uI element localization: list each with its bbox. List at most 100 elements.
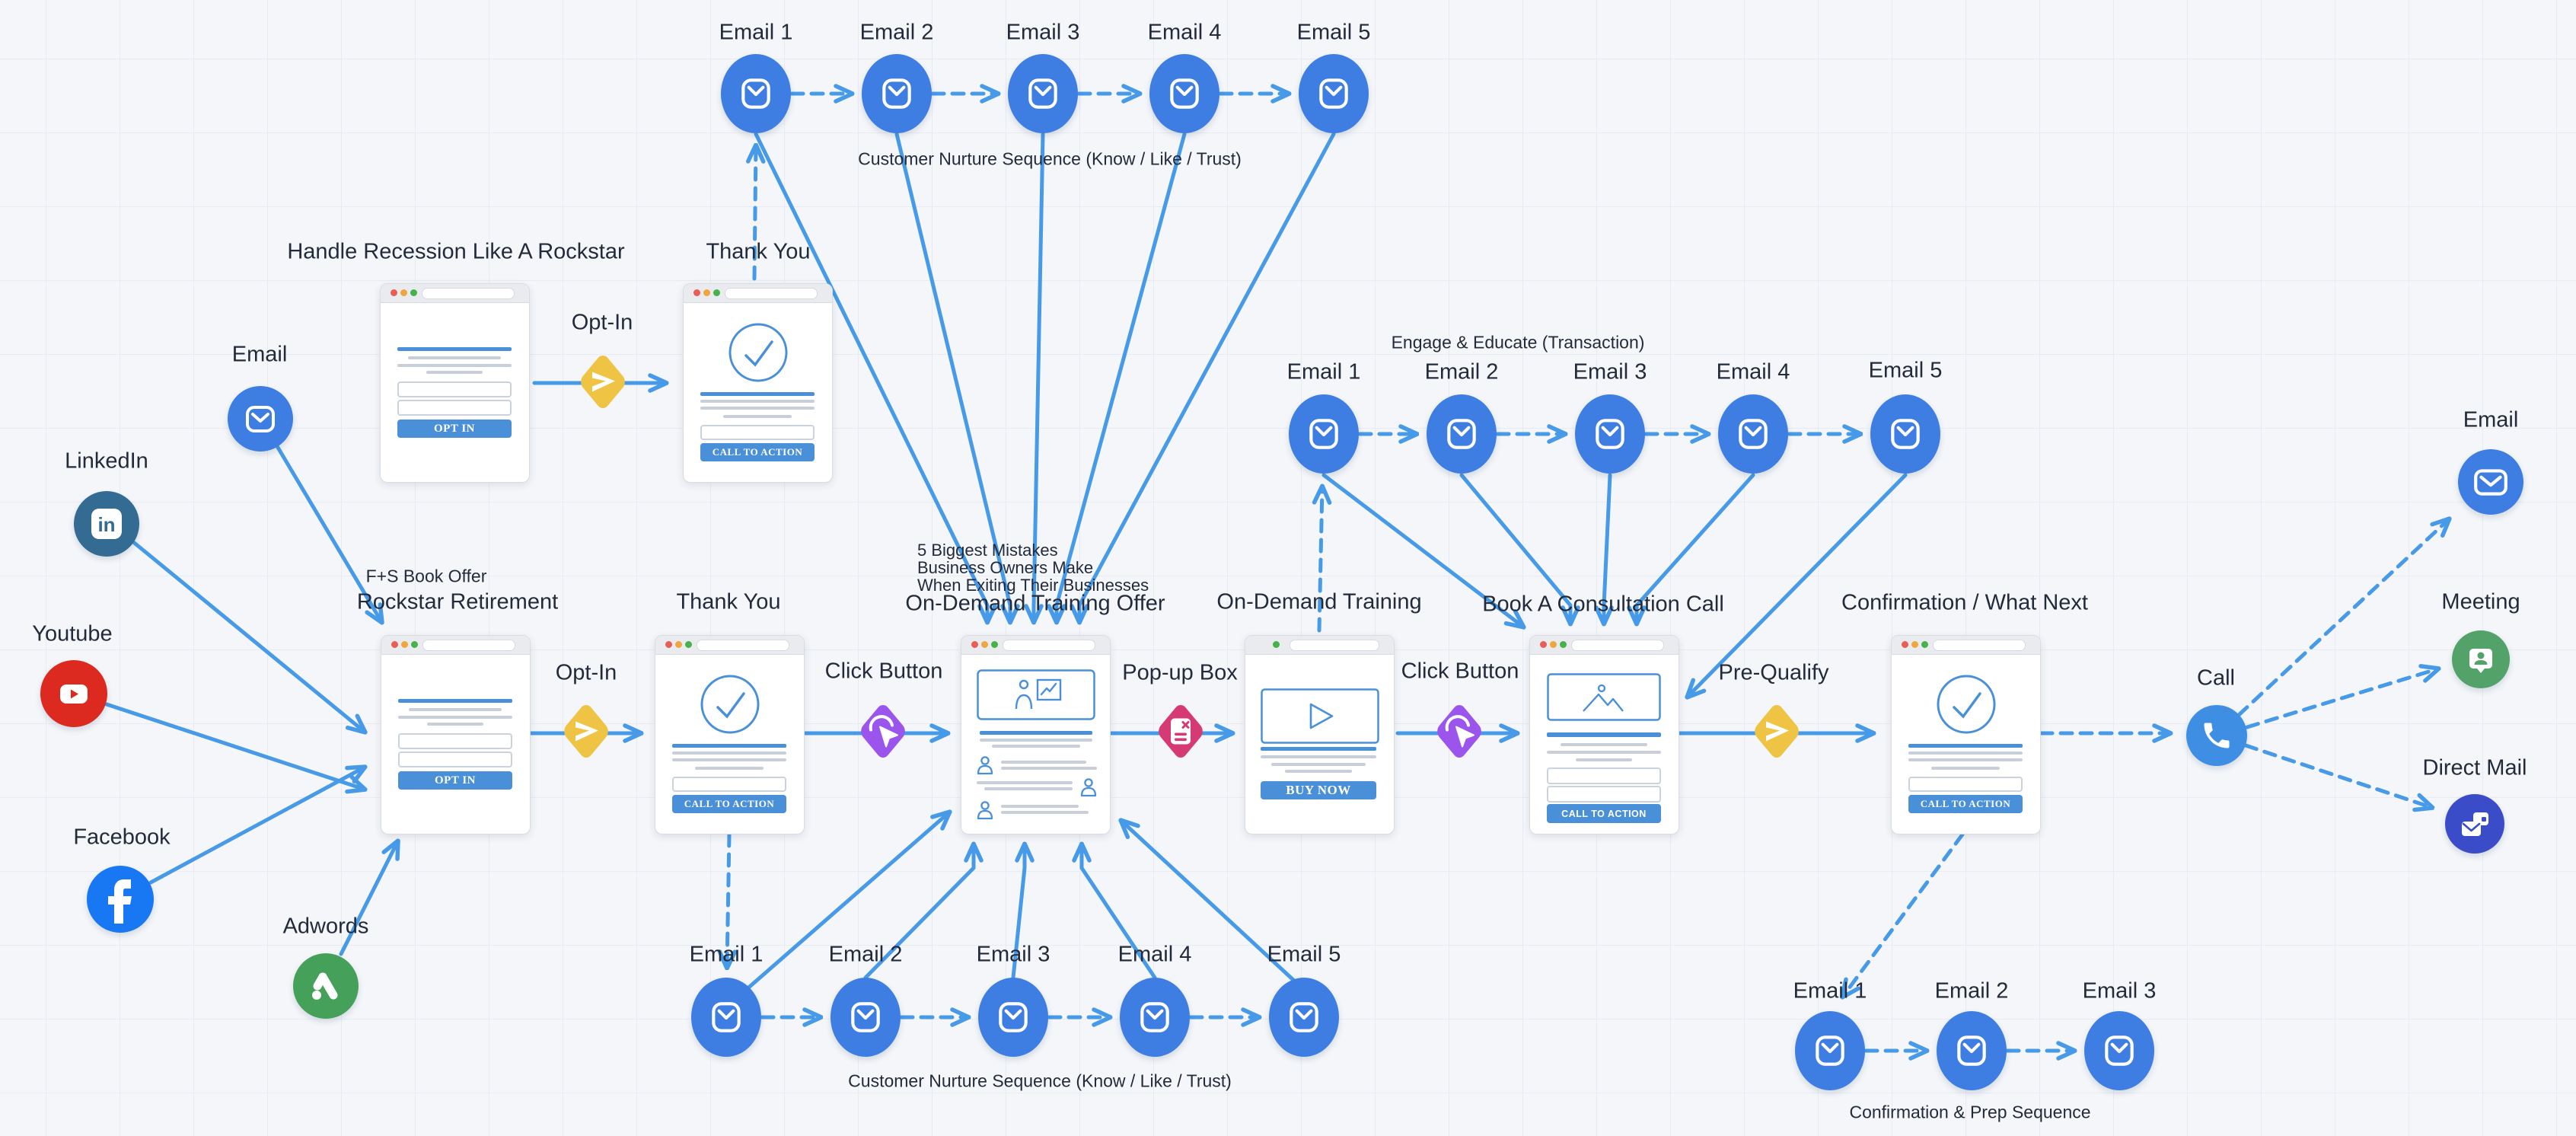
email-icon	[1140, 1002, 1169, 1032]
email-label: Email 2	[1424, 359, 1499, 385]
trigger-arrow	[1319, 483, 1322, 633]
convergence-arrow	[1321, 473, 1524, 627]
email-node[interactable]	[1008, 54, 1078, 133]
offer-annotation: 5 Biggest Mistakes Business Owners Make …	[917, 541, 1149, 595]
convergence-arrow	[1057, 132, 1187, 625]
page-on-demand-training[interactable]: BUY NOW	[1245, 635, 1395, 834]
email-label: Email 5	[1296, 20, 1371, 45]
direct-mail-icon	[2462, 812, 2488, 836]
email-label: Email 4	[1716, 359, 1790, 385]
email-icon	[1290, 1002, 1318, 1032]
source-adwords-node[interactable]	[293, 953, 359, 1019]
email-icon	[1319, 78, 1348, 109]
email-node[interactable]	[1870, 394, 1940, 474]
email-label: Email 3	[1006, 20, 1080, 45]
email-node[interactable]	[978, 978, 1048, 1057]
email-node[interactable]	[1427, 394, 1497, 474]
email-node[interactable]	[721, 54, 791, 133]
adwords-icon	[312, 972, 338, 1000]
email-icon	[1028, 78, 1057, 109]
browser-chrome	[381, 636, 530, 655]
source-email-label: Email	[231, 342, 288, 367]
image-icon	[1547, 673, 1661, 721]
buy-now-button: BUY NOW	[1261, 781, 1376, 799]
action-opt-in-2[interactable]	[540, 678, 632, 789]
browser-chrome	[961, 636, 1110, 655]
page-title-rockstar: Rockstar Retirement	[356, 589, 559, 614]
convergence-arrow	[1604, 473, 1610, 627]
email-node[interactable]	[1937, 1011, 2007, 1090]
email-icon	[1957, 1035, 1986, 1066]
svg-text:in: in	[97, 513, 115, 536]
email-node[interactable]	[2084, 1011, 2154, 1090]
action-click-button-2[interactable]	[1414, 678, 1505, 789]
action-click-button-1[interactable]	[837, 678, 929, 789]
email-node[interactable]	[831, 978, 901, 1057]
action-label-opt-in-1: Opt-In	[571, 310, 633, 335]
source-youtube-label: Youtube	[32, 621, 113, 646]
youtube-icon	[60, 684, 88, 704]
source-linkedin-node[interactable]: in	[74, 491, 139, 557]
check-icon	[1937, 675, 1996, 734]
page-rockstar-retirement[interactable]: OPT IN	[381, 635, 531, 834]
action-pre-qualify[interactable]	[1731, 678, 1822, 789]
page-title-thank-you-2: Thank You	[676, 589, 781, 614]
cta-button: CALL TO ACTION	[700, 443, 815, 461]
followup-meeting-node[interactable]	[2452, 630, 2510, 688]
opt-in-button: OPT IN	[397, 420, 512, 438]
followup-call-node[interactable]	[2186, 705, 2247, 766]
action-pop-up-box[interactable]	[1135, 678, 1226, 789]
convergence-arrow	[1079, 132, 1336, 625]
email-icon	[2474, 469, 2507, 496]
email-icon	[1170, 78, 1199, 109]
email-label: Email 5	[1267, 942, 1341, 967]
email-node[interactable]	[1575, 394, 1645, 474]
email-label: Email 3	[976, 942, 1050, 967]
email-node[interactable]	[1149, 54, 1219, 133]
person-icon	[1080, 778, 1097, 797]
check-icon	[728, 323, 788, 382]
action-opt-in-1[interactable]	[557, 329, 649, 439]
video-player-icon	[1261, 688, 1379, 744]
email-label: Email 4	[1147, 20, 1222, 45]
send-icon	[575, 721, 598, 742]
email-icon	[882, 78, 911, 109]
trigger-arrow	[727, 832, 729, 971]
email-node[interactable]	[1795, 1011, 1865, 1090]
followup-direct-mail-node[interactable]	[2445, 794, 2504, 854]
convergence-arrow	[744, 812, 950, 992]
page-confirmation-what-next[interactable]: CALL TO ACTION	[1891, 635, 2041, 834]
page-handle-recession[interactable]: OPT IN	[380, 283, 530, 483]
source-adwords-label: Adwords	[282, 914, 369, 939]
followup-arrow	[2245, 669, 2439, 729]
email-node[interactable]	[1718, 394, 1788, 474]
sequence-caption: Engage & Educate (Transaction)	[1391, 332, 1645, 353]
email-node[interactable]	[862, 54, 932, 133]
traffic-arrow	[148, 767, 365, 885]
page-thank-you-2[interactable]: CALL TO ACTION	[655, 635, 805, 834]
email-label: Email 2	[859, 20, 934, 45]
email-node[interactable]	[1289, 394, 1359, 474]
page-book-a-consultation-call[interactable]: CALL TO ACTION	[1529, 635, 1679, 834]
source-facebook-node[interactable]	[87, 866, 154, 933]
source-youtube-node[interactable]	[40, 660, 107, 727]
followup-arrow	[2236, 519, 2450, 717]
email-node[interactable]	[1120, 978, 1190, 1057]
browser-chrome	[655, 636, 804, 655]
browser-chrome	[1530, 636, 1679, 655]
email-node[interactable]	[1299, 54, 1369, 133]
email-label: Email 2	[828, 942, 903, 967]
cta-button: CALL TO ACTION	[672, 795, 786, 813]
email-node[interactable]	[691, 978, 761, 1057]
check-icon	[700, 675, 760, 734]
convergence-arrow	[1082, 841, 1157, 980]
trigger-arrow	[1842, 832, 1965, 997]
followup-email-node[interactable]	[2458, 449, 2523, 515]
convergence-arrow	[1034, 132, 1045, 625]
email-node[interactable]	[1269, 978, 1339, 1057]
source-email-node[interactable]	[228, 386, 293, 452]
action-label-click-button-2: Click Button	[1401, 659, 1519, 684]
page-thank-you-1[interactable]: CALL TO ACTION	[683, 283, 833, 483]
page-on-demand-training-offer[interactable]	[961, 635, 1111, 834]
meeting-icon	[2469, 649, 2492, 673]
